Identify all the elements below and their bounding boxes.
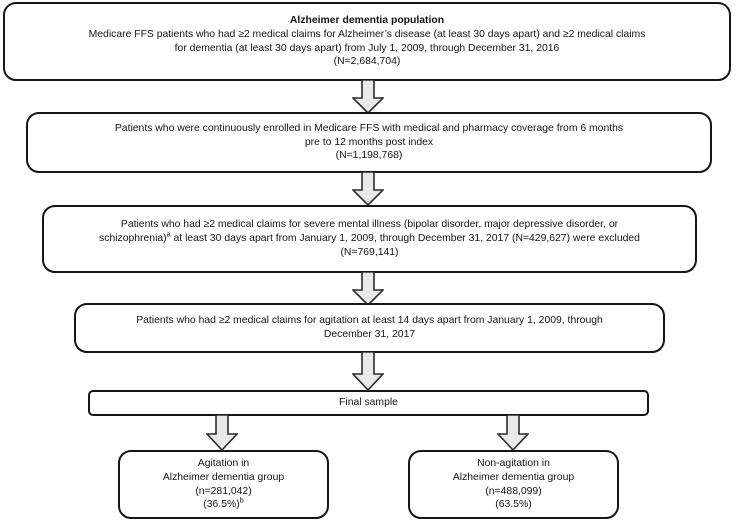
node-2-count: (N=1,198,768)	[335, 150, 403, 162]
arrow-down-1	[352, 80, 384, 114]
node-final-sample: Final sample	[88, 390, 649, 416]
arrow-down-right-branch	[497, 415, 529, 451]
node-2-line2: pre to 12 months post index	[304, 136, 434, 148]
node-5-label: Final sample	[339, 397, 398, 409]
node-severe-mental-illness-excluded: Patients who had ≥2 medical claims for s…	[42, 205, 697, 273]
node-7-count: (n=488,099)	[485, 485, 542, 497]
arrow-down-2	[352, 172, 384, 206]
node-7-line1: Non-agitation in	[477, 457, 550, 469]
node-2-line1: Patients who were continuously enrolled …	[114, 122, 624, 134]
node-agitation-group: Agitation in Alzheimer dementia group (n…	[118, 450, 329, 519]
footnote-marker-a: a	[166, 229, 171, 239]
node-1-line1: Medicare FFS patients who had ≥2 medical…	[88, 28, 646, 40]
node-3-line2-a: schizophrenia)	[99, 233, 167, 245]
node-3-count: (N=769,141)	[340, 246, 399, 258]
node-4-line2: December 31, 2017	[323, 329, 416, 340]
node-1-line2: for dementia (at least 30 days apart) fr…	[174, 42, 560, 54]
node-3-line1: Patients who had ≥2 medical claims for s…	[120, 219, 619, 231]
node-3-line2-b: at least 30 days apart from January 1, 2…	[170, 233, 640, 245]
node-continuously-enrolled: Patients who were continuously enrolled …	[26, 112, 712, 173]
node-7-line2: Alzheimer dementia group	[452, 471, 575, 483]
node-6-line2: Alzheimer dementia group	[162, 471, 285, 483]
node-6-line1: Agitation in	[197, 457, 250, 469]
node-6-count: (n=281,042)	[195, 485, 252, 497]
node-alzheimer-dementia-population: Alzheimer dementia population Medicare F…	[3, 2, 731, 81]
node-agitation-claims: Patients who had ≥2 medical claims for a…	[74, 303, 665, 353]
arrow-down-4	[352, 352, 384, 391]
node-non-agitation-group: Non-agitation in Alzheimer dementia grou…	[408, 450, 619, 519]
node-7-percent: (63.5%)	[495, 499, 532, 511]
footnote-marker-b: b	[239, 495, 244, 505]
node-1-count: (N=2,684,704)	[333, 56, 401, 68]
arrow-down-left-branch	[206, 415, 238, 451]
node-1-title: Alzheimer dementia population	[289, 14, 445, 26]
node-4-line1: Patients who had ≥2 medical claims for a…	[136, 315, 603, 327]
node-6-percent: (36.5%)	[203, 499, 240, 511]
arrow-down-3	[352, 272, 384, 306]
